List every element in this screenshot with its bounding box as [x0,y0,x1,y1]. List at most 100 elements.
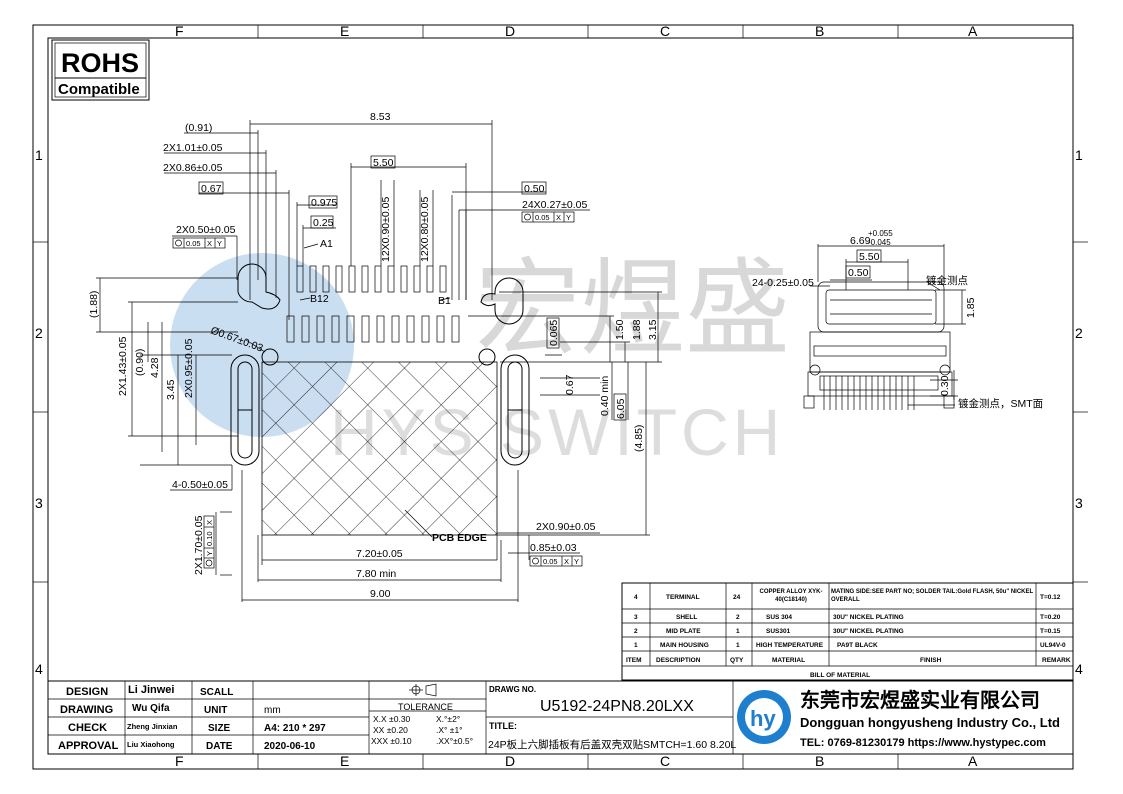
grid-row-1: 1 [35,147,43,163]
tb-size-value: A4: 210 * 297 [264,723,326,734]
dim-1-50: 1.50 [614,319,626,340]
dimension-labels: 8.53 (0.91) 2X1.01±0.05 2X0.86±0.05 0.67… [88,111,659,600]
side-dim-6-69-tol-down: -0.045 [868,238,891,247]
side-view: 6.69 +0.055 -0.045 5.50 0.50 24-0.25±0.0… [752,229,1043,410]
side-note-gold-point-smt: 镀金测点，SMT面 [958,397,1043,410]
bom-header-description: DESCRIPTION [656,657,701,664]
bom-r2-remark: T=0.20 [1040,614,1061,621]
grid-row-4: 4 [35,661,43,677]
bom-r4-qty: 1 [736,642,740,649]
company-name-en: Dongguan hongyusheng Industry Co., Ltd [800,715,1060,730]
bom-r3-material: SUS301 [766,628,791,635]
company-logo-glyph: hy [750,706,776,731]
gdt-4-tol: 0.10 [205,531,214,546]
grid-labels: F E D C B A F E D C B A 1 2 3 4 1 2 3 4 [35,23,1083,769]
gdt-1-x: X [207,239,212,248]
dim-12x0-90: 12X0.90±0.05 [380,197,392,262]
dim-6-05: 6.05 [615,398,627,419]
gdt-2-tol: 0.05 [535,213,550,222]
bom-r4-material: HIGH TEMPERATURE [756,642,824,649]
dim-5-50: 5.50 [373,157,394,169]
label-pcb-edge: PCB EDGE [432,532,487,544]
bom-header-finish: FINISH [920,657,942,664]
bom-r3-finish: 30U" NICKEL PLATING [833,628,904,635]
tb-design-label: DESIGN [66,686,108,698]
bom-r2-finish: 30U" NICKEL PLATING [833,614,904,621]
dim-4-28: 4.28 [149,357,161,378]
dim-12x0-80: 12X0.80±0.05 [419,197,431,262]
title-block: DESIGN DRAWING CHECK APPROVAL Li Jinwei … [47,680,1074,755]
bom-r1-material: COPPER ALLOY XYK-40(C18140) [759,589,823,603]
tb-tol-r1-angular: X.°±2° [436,714,460,724]
dim-2x0-90-b: 2X0.90±0.05 [536,521,596,533]
bom-r4-finish: PA9T BLACK [837,642,878,649]
grid-col-b: B [815,23,824,39]
bom-r3-item: 2 [634,628,638,635]
dim-1-88-ref: (1.88) [88,291,100,318]
label-b1: B1 [438,295,451,307]
bom-r1-item: 4 [634,594,638,601]
bom-r2-material: SUS 304 [766,614,792,621]
dim-0-25: 0.25 [313,217,334,229]
dim-0-50: 0.50 [524,183,545,195]
dim-0-91: (0.91) [185,122,212,134]
grid-row-4-right: 4 [1075,661,1083,677]
gdt-4-y: Y [205,551,214,556]
tb-unit-label: UNIT [204,705,227,716]
grid-col-c-bottom: C [660,753,670,769]
tb-approval-value: Liu Xiaohong [127,740,175,749]
tb-tol-r3-linear: XXX ±0.10 [371,736,412,746]
tb-tol-r2-angular: .X° ±1° [436,725,463,735]
dim-1-88: 1.88 [631,319,643,340]
bom-header-item: ITEM [626,657,642,664]
grid-col-f: F [175,23,184,39]
dim-2x1-70: 2X1.70±0.05 [193,515,205,575]
dim-8-53: 8.53 [370,111,391,123]
bom-r4-item: 1 [634,642,638,649]
dim-2x1-43: 2X1.43±0.05 [117,336,129,396]
grid-col-b-bottom: B [815,753,824,769]
gdt-2-y: Y [566,213,571,222]
grid-col-c: C [660,23,670,39]
side-dim-5-50: 5.50 [859,251,880,263]
grid-col-a-bottom: A [968,753,978,769]
slot-left-outer [230,354,260,466]
tb-check-value: Zheng Jinxian [127,722,178,731]
dim-0-065: 0.065 [548,320,560,346]
company-logo: hy [737,690,791,744]
label-a1: A1 [320,238,333,250]
grid-col-f-bottom: F [175,753,184,769]
company-contact: TEL: 0769-81230179 https://www.hystypec.… [800,737,1046,749]
projection-symbol [409,683,437,697]
dim-2x1-01: 2X1.01±0.05 [163,142,223,154]
pad-row-a [296,265,447,293]
gdt-3-tol: 0.05 [543,557,558,566]
tb-drawing-label: DRAWING [60,704,113,716]
tb-size-label: SIZE [208,723,231,734]
dim-7-20: 7.20±0.05 [356,548,403,560]
tb-date-label: DATE [206,741,233,752]
tb-title-value: 24P板上六脚插板有后盖双壳双贴SMTCH=1.60 8.20L [488,738,736,751]
tb-scale-label: SCALL [200,687,233,698]
label-b12: B12 [310,293,329,305]
bom-r3-qty: 1 [736,628,740,635]
gdt-4-x: X [205,520,214,525]
watermark-cn: 宏煜盛 [475,251,790,368]
pad-row-b [286,315,460,343]
dim-4-0-50: 4-0.50±0.05 [172,479,228,491]
bom-r1-qty: 24 [733,594,741,601]
grid-col-d: D [505,23,515,39]
side-dim-0-50: 0.50 [848,267,869,279]
grid-col-d-bottom: D [505,753,515,769]
bom-r4-desc: MAIN HOUSING [660,642,709,649]
side-dim-6-69-tol-up: +0.055 [868,229,893,238]
bom-r3-desc: MID PLATE [666,628,701,635]
bom-r1-finish: MATING SIDE:SEE PART NO; SOLDER TAIL:Gol… [831,589,1034,603]
bom-r4-remark: UL94V-0 [1040,642,1066,649]
gdt-3-x: X [564,557,569,566]
tb-title-label: TITLE: [489,721,517,731]
dim-2x0-50: 2X0.50±0.05 [176,224,236,236]
grid-ticks [33,25,1088,769]
gdt-frames: 0.05 X Y 0.05 X Y 0.05 X Y [172,211,583,569]
dim-2x0-86: 2X0.86±0.05 [163,162,223,174]
